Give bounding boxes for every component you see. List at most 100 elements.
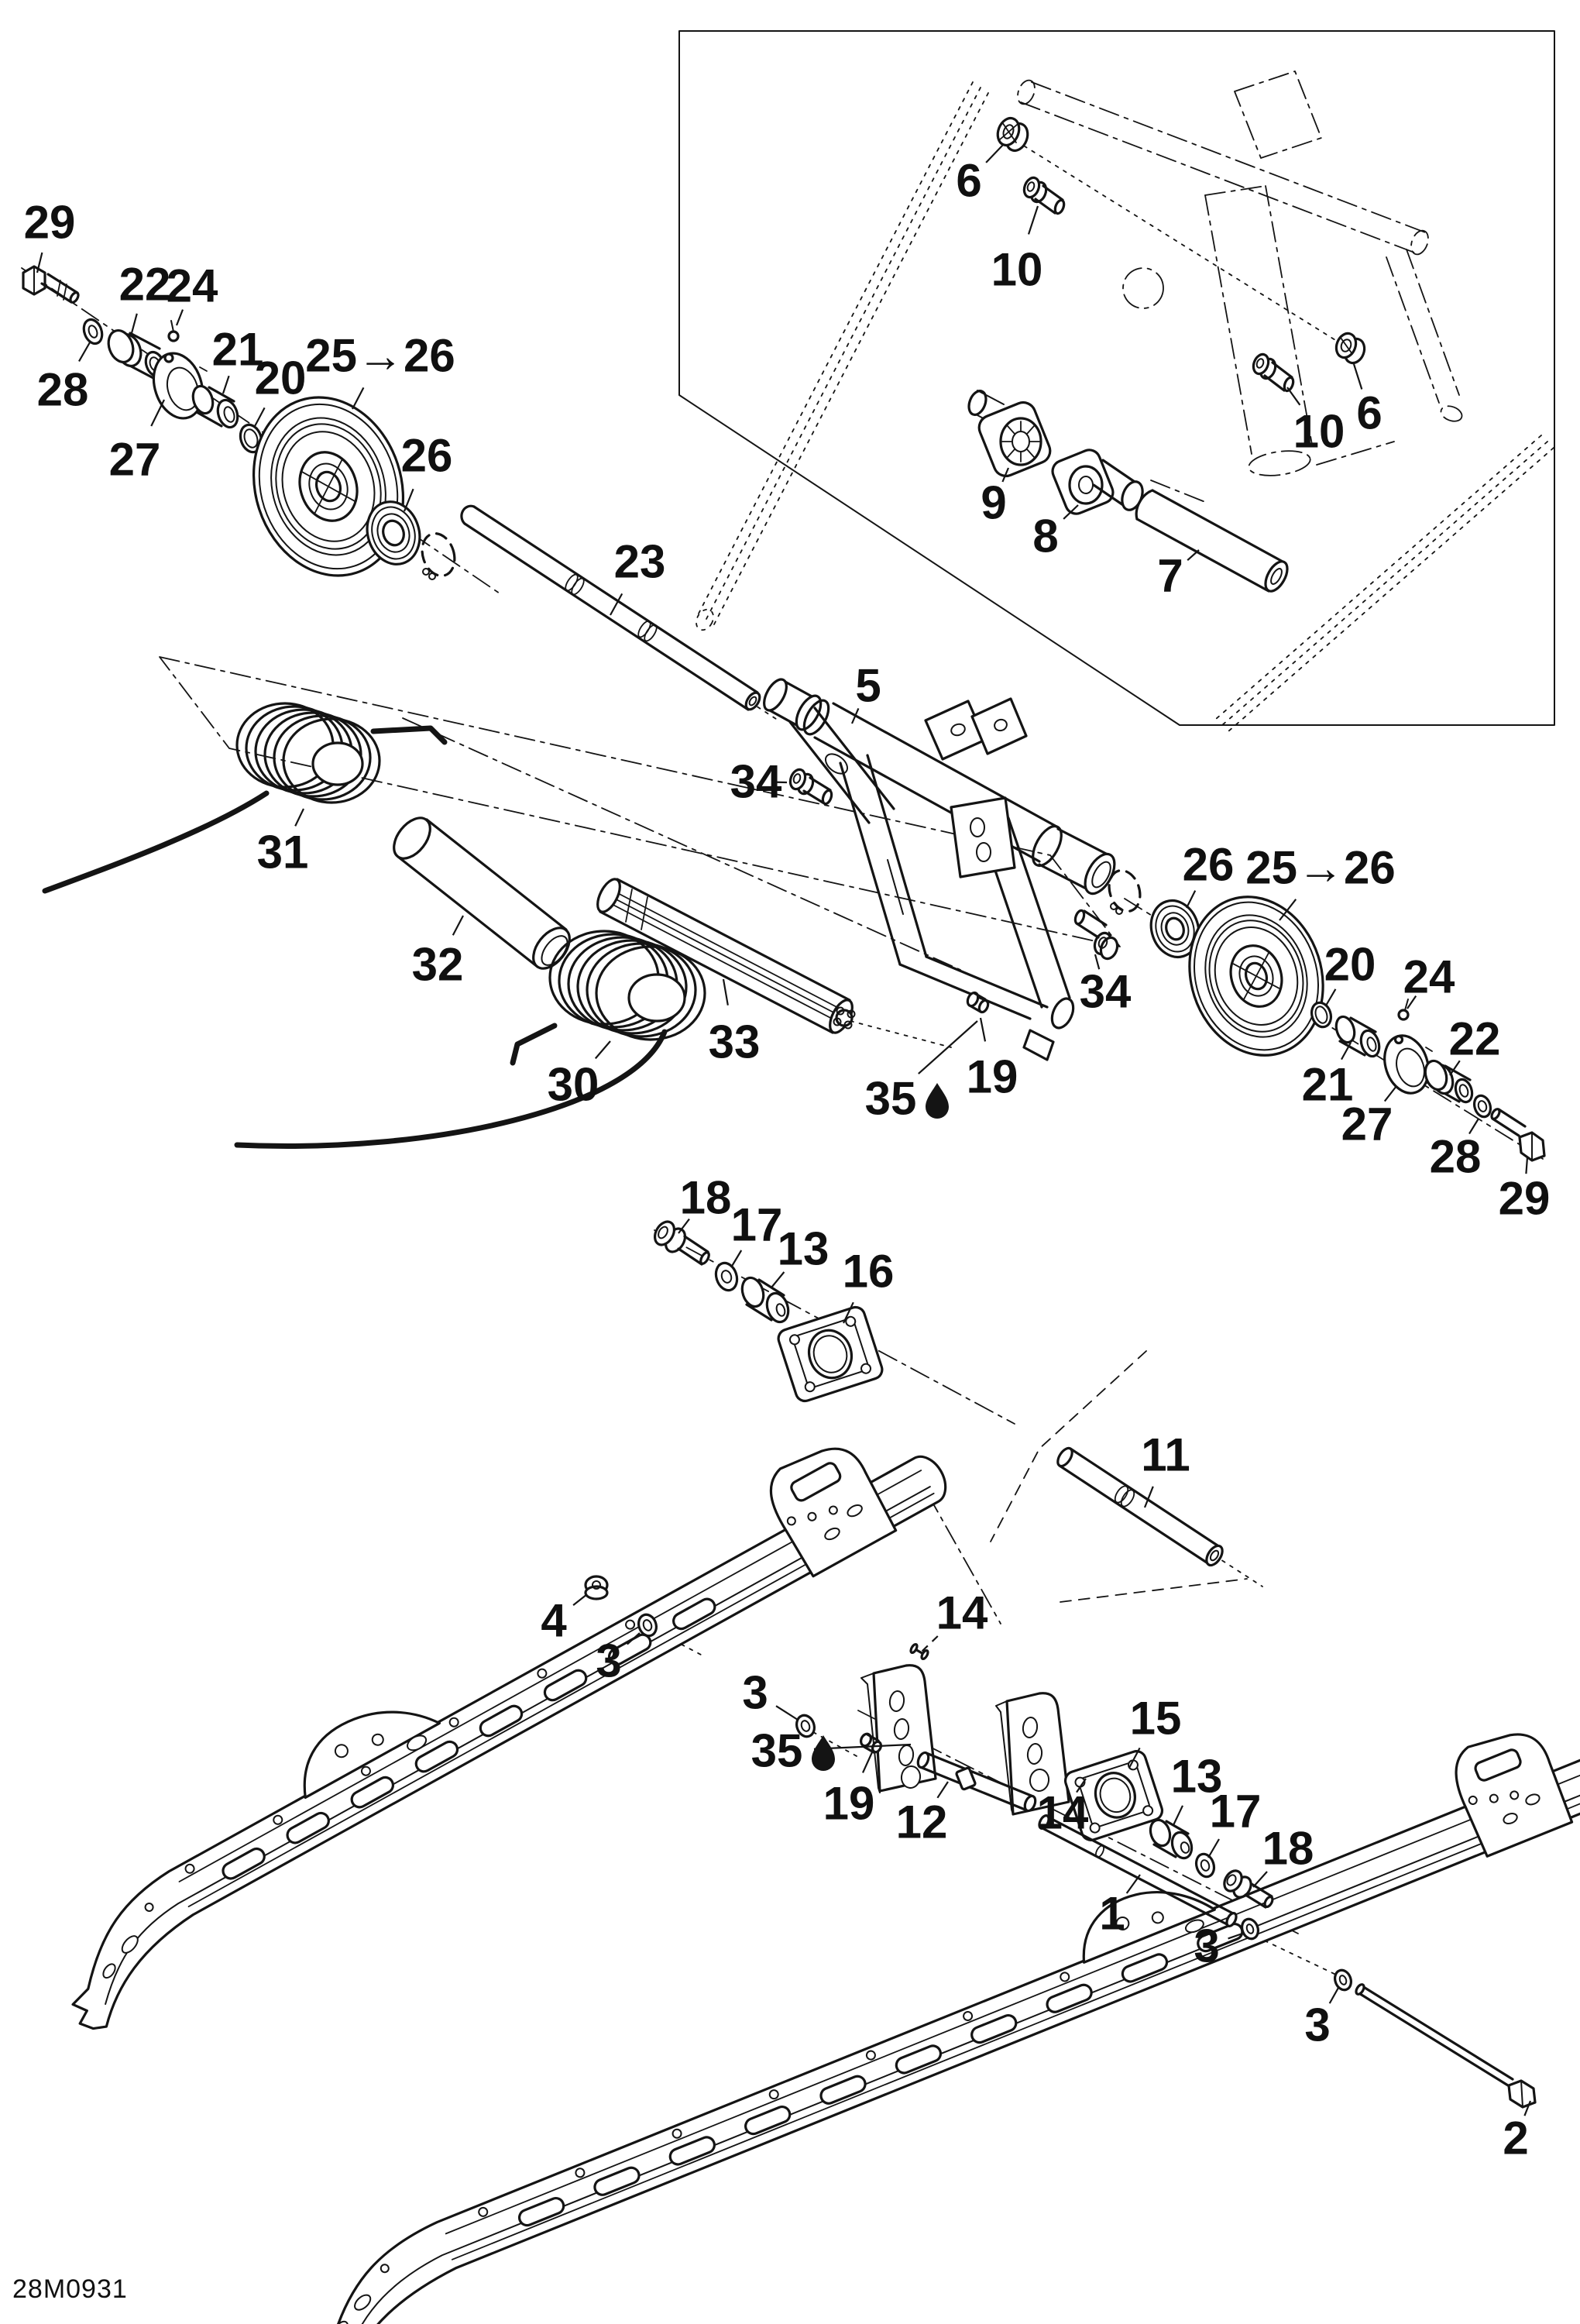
leader-line	[936, 1781, 949, 1799]
idler-wheel-right	[1188, 896, 1324, 1057]
callout-label-14-lower: 14	[1037, 1787, 1089, 1839]
callout-label-1: 1	[1099, 1888, 1125, 1940]
callout-15: 15	[1128, 1693, 1182, 1769]
callout-3-c: 3	[1194, 1920, 1243, 1972]
stabilizer-rod-1	[1038, 1814, 1238, 1927]
callout-3-b: 3	[742, 1667, 799, 1721]
bushing-6-top	[996, 116, 1029, 153]
callout-label-15: 15	[1130, 1693, 1182, 1745]
callout-27-right: 27	[1341, 1085, 1397, 1150]
callout-20-right: 20	[1324, 939, 1376, 1006]
leader-line	[1076, 1778, 1087, 1793]
callout-label-26-left: 26	[401, 430, 453, 482]
rear-arm-assembly	[763, 678, 1116, 1061]
callout-label-13-upper: 13	[778, 1223, 830, 1275]
callout-22-left: 22	[119, 259, 170, 334]
leader-line	[1001, 467, 1010, 483]
callout-35-upper: 35	[865, 1020, 978, 1125]
callout-33: 33	[709, 978, 760, 1068]
callout-12: 12	[896, 1781, 949, 1848]
callout-13-upper: 13	[771, 1223, 829, 1288]
washer-17-lower	[1194, 1852, 1216, 1879]
leader-line	[1063, 504, 1079, 520]
leader-line	[985, 144, 1004, 163]
leader-line	[610, 593, 623, 616]
callout-label-22-right: 22	[1449, 1013, 1501, 1065]
leader-line	[352, 387, 365, 410]
callout-19-lower: 19	[823, 1752, 875, 1830]
callout-label-17-upper: 17	[731, 1199, 783, 1251]
callout-label-7: 7	[1157, 550, 1183, 602]
inset-detail-box	[678, 30, 1555, 732]
callout-21-left: 21	[212, 324, 263, 394]
callout-25-26-right: 25→26	[1245, 842, 1396, 921]
leader-line	[36, 252, 43, 273]
cap-nut-4	[584, 1575, 609, 1600]
callout-label-21-right: 21	[1302, 1059, 1354, 1111]
callout-label-3-c: 3	[1194, 1920, 1219, 1972]
callout-label-24-right: 24	[1403, 951, 1455, 1003]
leader-line	[918, 1020, 978, 1074]
oil-drop-icon	[812, 1735, 835, 1771]
callout-6-right: 6	[1352, 363, 1382, 439]
leader-line	[843, 1301, 854, 1324]
leader-line	[1286, 387, 1301, 406]
callout-label-26-right: 26	[1183, 839, 1235, 891]
bolt-18-lower	[1223, 1869, 1274, 1909]
callout-6-top: 6	[956, 144, 1004, 207]
leader-line	[130, 313, 138, 334]
callout-19-upper: 19	[967, 1017, 1018, 1103]
washer-3-c	[1241, 1917, 1259, 1941]
leader-line	[1173, 1805, 1183, 1826]
bracket-left-12	[860, 1664, 937, 1793]
stopper-9	[967, 390, 1052, 478]
callout-14-lower: 14	[1037, 1778, 1089, 1839]
spacer-shaft-11	[1056, 1446, 1224, 1567]
callout-18-upper: 18	[678, 1172, 731, 1234]
bolt-18-upper	[653, 1220, 710, 1266]
callout-17-lower: 17	[1207, 1786, 1262, 1858]
callout-label-16: 16	[843, 1246, 895, 1298]
damper-block-16	[777, 1305, 884, 1403]
callout-label-28-right: 28	[1430, 1131, 1482, 1183]
leader-line	[1207, 1838, 1220, 1858]
leader-line	[175, 309, 184, 326]
leader-line	[678, 1218, 690, 1234]
leader-line	[730, 1250, 743, 1268]
callout-10-top: 10	[991, 205, 1042, 296]
callout-label-19-lower: 19	[823, 1778, 875, 1830]
callout-18-lower: 18	[1252, 1823, 1314, 1888]
leader-line	[452, 915, 464, 936]
washer-6-right	[1334, 332, 1366, 365]
oring-20-right	[1310, 1001, 1333, 1029]
callout-label-34-upper: 34	[730, 756, 782, 808]
spacer-21-right	[1334, 1015, 1381, 1058]
bolt-29-left	[22, 265, 80, 304]
leader-line	[78, 342, 91, 362]
callout-label-13-lower: 13	[1171, 1751, 1223, 1803]
roller-7	[1135, 489, 1289, 593]
callout-label-31: 31	[257, 827, 309, 878]
leader-line	[594, 1040, 611, 1060]
callout-21-right: 21	[1302, 1042, 1354, 1111]
callout-32: 32	[412, 915, 464, 991]
leader-line	[1468, 1118, 1479, 1135]
callout-label-18-lower: 18	[1262, 1823, 1314, 1875]
callout-24-right: 24	[1403, 951, 1455, 1009]
callout-27-left: 27	[109, 399, 165, 486]
callout-label-23: 23	[614, 536, 666, 588]
bolt-10-right	[1252, 352, 1295, 393]
leader-line	[1449, 1060, 1461, 1076]
rail-lower	[314, 1733, 1580, 2324]
pin-14-upper	[909, 1642, 929, 1661]
leader-line	[253, 407, 266, 428]
callout-30: 30	[548, 1040, 611, 1111]
shaft-23	[460, 504, 761, 711]
callout-label-17-lower: 17	[1210, 1786, 1262, 1838]
stopper-8	[1051, 449, 1144, 515]
ghost-rail-left	[696, 81, 989, 631]
leader-line	[1187, 549, 1200, 562]
callout-label-20-right: 20	[1324, 939, 1376, 991]
bushing-22-left	[107, 329, 166, 380]
leader-line	[222, 375, 230, 394]
